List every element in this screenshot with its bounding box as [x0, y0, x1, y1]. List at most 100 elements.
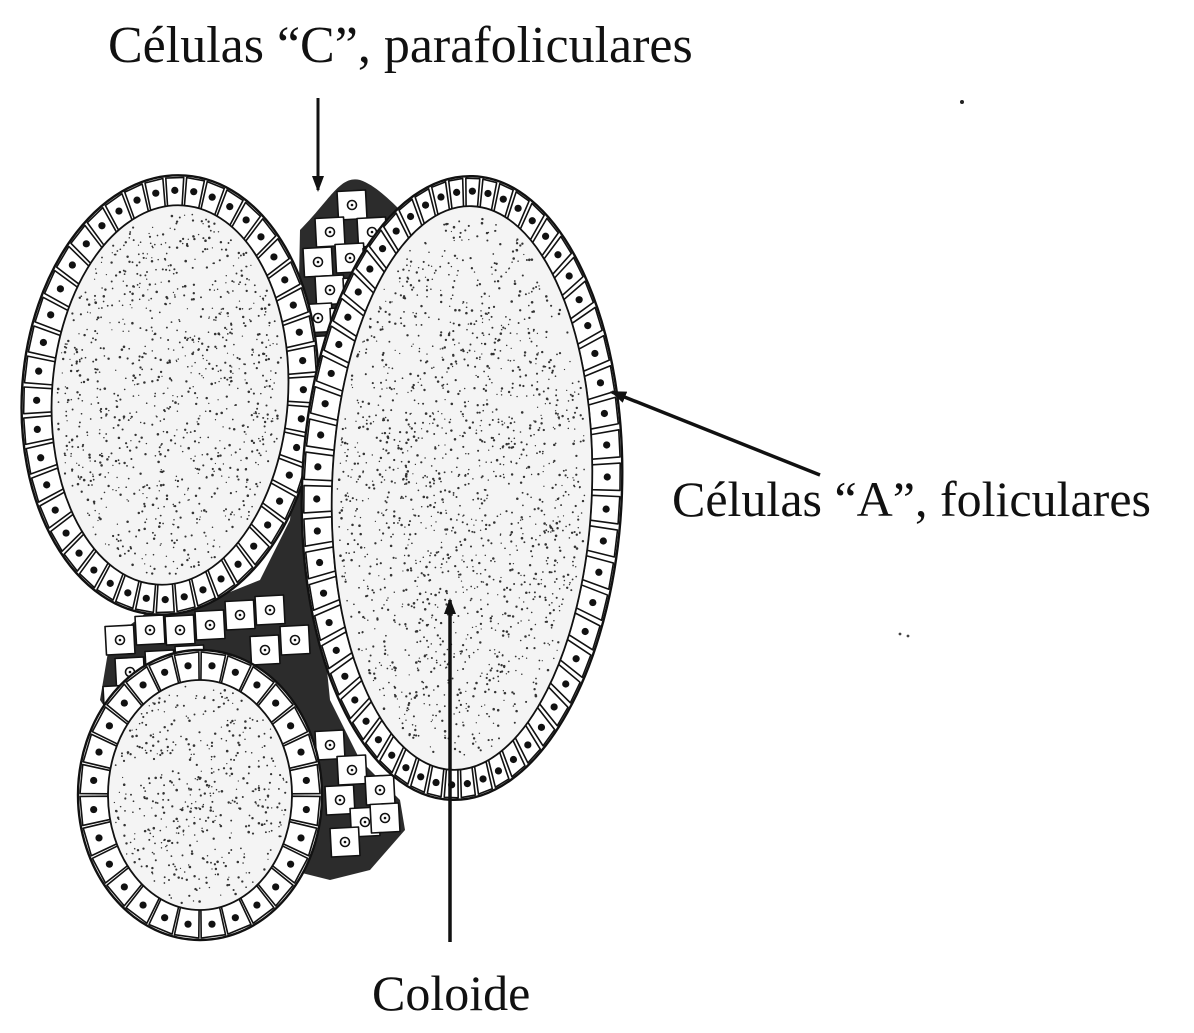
specks	[899, 100, 964, 637]
cell-nucleus	[464, 780, 471, 787]
cell-nucleus	[573, 655, 580, 662]
cell-nucleus	[90, 806, 97, 813]
cell-nucleus	[326, 619, 333, 626]
cell-nucleus	[184, 662, 191, 669]
cell-nucleus	[597, 379, 604, 386]
cell-nucleus	[600, 537, 607, 544]
cell-nucleus	[299, 357, 306, 364]
cell-nucleus	[604, 473, 611, 480]
cell-nucleus	[171, 187, 178, 194]
cell-nucleus	[208, 921, 215, 928]
cell-nucleus	[121, 883, 128, 890]
cell-nucleus	[107, 580, 114, 587]
cell-nucleus	[69, 261, 76, 268]
label-c-cells: Células “C”, parafoliculares	[108, 20, 693, 72]
cell-nucleus	[290, 302, 297, 309]
arrow-a-cells	[612, 392, 820, 475]
cell-nucleus	[95, 748, 102, 755]
cell-nucleus	[362, 718, 369, 725]
cell-nucleus	[143, 595, 150, 602]
cell-nucleus	[417, 773, 424, 780]
cell-nucleus	[62, 529, 69, 536]
cell-nucleus	[314, 527, 321, 534]
cell-nucleus	[98, 222, 105, 229]
cell-nucleus	[287, 861, 294, 868]
cell-nucleus	[341, 673, 348, 680]
cell-nucleus	[355, 288, 362, 295]
cell-nucleus	[139, 901, 146, 908]
cell-nucleus	[297, 834, 304, 841]
cell-nucleus	[47, 311, 54, 318]
cell-nucleus	[551, 703, 558, 710]
cell-nucleus	[40, 339, 47, 346]
cell-nucleus	[393, 227, 400, 234]
cell-nucleus	[57, 285, 64, 292]
cell-nucleus	[603, 506, 610, 513]
cell-nucleus	[562, 680, 569, 687]
cell-nucleus	[595, 569, 602, 576]
cell-nucleus	[106, 722, 113, 729]
cell-nucleus	[161, 669, 168, 676]
cell-nucleus	[407, 213, 414, 220]
cell-nucleus	[335, 341, 342, 348]
cell-nucleus	[328, 370, 335, 377]
cell-nucleus	[226, 203, 233, 210]
cell-nucleus	[139, 681, 146, 688]
cell-nucleus	[199, 586, 206, 593]
cell-nucleus	[432, 779, 439, 786]
cell-nucleus	[510, 756, 517, 763]
cell-nucleus	[495, 767, 502, 774]
cell-nucleus	[257, 233, 264, 240]
cell-nucleus	[514, 205, 521, 212]
cell-nucleus	[603, 441, 610, 448]
cell-nucleus	[35, 368, 42, 375]
cell-nucleus	[190, 188, 197, 195]
cell-nucleus	[479, 775, 486, 782]
label-colloid: Coloide	[372, 968, 530, 1018]
cell-nucleus	[333, 647, 340, 654]
cell-nucleus	[388, 752, 395, 759]
cell-nucleus	[90, 566, 97, 573]
cell-nucleus	[286, 472, 293, 479]
cell-nucleus	[538, 724, 545, 731]
cell-nucleus	[524, 741, 531, 748]
cell-nucleus	[232, 914, 239, 921]
cell-nucleus	[133, 197, 140, 204]
cell-nucleus	[37, 454, 44, 461]
cell-nucleus	[576, 296, 583, 303]
cell-nucleus	[234, 561, 241, 568]
cell-nucleus	[298, 415, 305, 422]
cell-nucleus	[469, 188, 476, 195]
cell-nucleus	[379, 245, 386, 252]
cell-nucleus	[253, 681, 260, 688]
label-a-cells: Células “A”, foliculares	[672, 474, 1151, 524]
cell-nucleus	[121, 699, 128, 706]
cell-nucleus	[152, 190, 159, 197]
cell-nucleus	[272, 699, 279, 706]
cell-nucleus	[453, 189, 460, 196]
cell-nucleus	[52, 507, 59, 514]
cell-nucleus	[344, 314, 351, 321]
cell-nucleus	[272, 883, 279, 890]
cell-nucleus	[317, 431, 324, 438]
cell-nucleus	[402, 764, 409, 771]
cell-nucleus	[300, 386, 307, 393]
cell-nucleus	[320, 590, 327, 597]
cell-nucleus	[500, 196, 507, 203]
cell-nucleus	[243, 216, 250, 223]
follicle-bottom	[78, 650, 322, 940]
cell-nucleus	[542, 233, 549, 240]
cell-nucleus	[95, 834, 102, 841]
cell-nucleus	[484, 190, 491, 197]
cell-nucleus	[375, 736, 382, 743]
cell-nucleus	[106, 861, 113, 868]
cell-nucleus	[293, 444, 300, 451]
cell-nucleus	[75, 550, 82, 557]
cell-nucleus	[422, 202, 429, 209]
cell-nucleus	[303, 777, 310, 784]
cell-nucleus	[437, 193, 444, 200]
cell-nucleus	[232, 669, 239, 676]
cell-nucleus	[313, 495, 320, 502]
cell-nucleus	[366, 265, 373, 272]
cell-nucleus	[83, 240, 90, 247]
